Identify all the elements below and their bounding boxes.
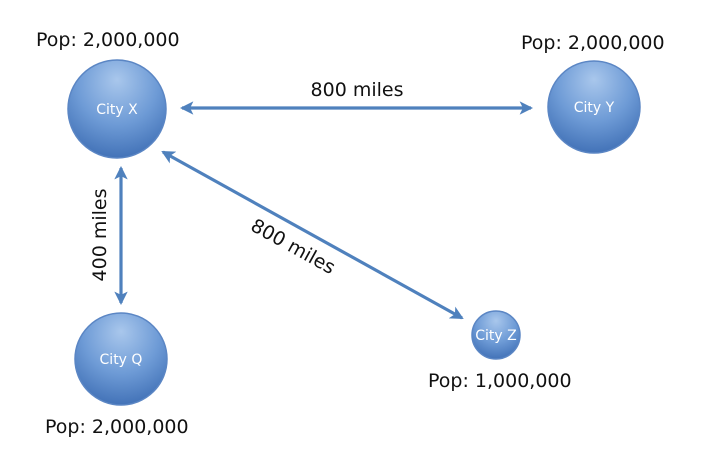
distance-label-x-y: 800 miles [311, 79, 404, 101]
city-q-circle [74, 312, 168, 406]
city-node-q: City Q [74, 312, 168, 406]
city-z-circle [471, 310, 521, 360]
city-node-y: City Y [547, 60, 641, 154]
city-q-name: City Q [100, 352, 143, 368]
city-node-z: City Z [471, 310, 521, 360]
city-y-population-label: Pop: 2,000,000 [521, 32, 665, 54]
city-q-population-label: Pop: 2,000,000 [45, 416, 189, 438]
city-x-circle [67, 59, 167, 159]
distance-label-x-q: 400 miles [89, 189, 111, 282]
city-node-x: City X [67, 59, 167, 159]
city-z-population-label: Pop: 1,000,000 [428, 370, 572, 392]
edge-x-z-arrow [161, 150, 464, 320]
city-z-name: City Z [475, 328, 516, 344]
city-x-population-label: Pop: 2,000,000 [36, 29, 180, 51]
city-x-name: City X [96, 102, 138, 118]
city-y-name: City Y [574, 100, 615, 116]
city-y-circle [547, 60, 641, 154]
